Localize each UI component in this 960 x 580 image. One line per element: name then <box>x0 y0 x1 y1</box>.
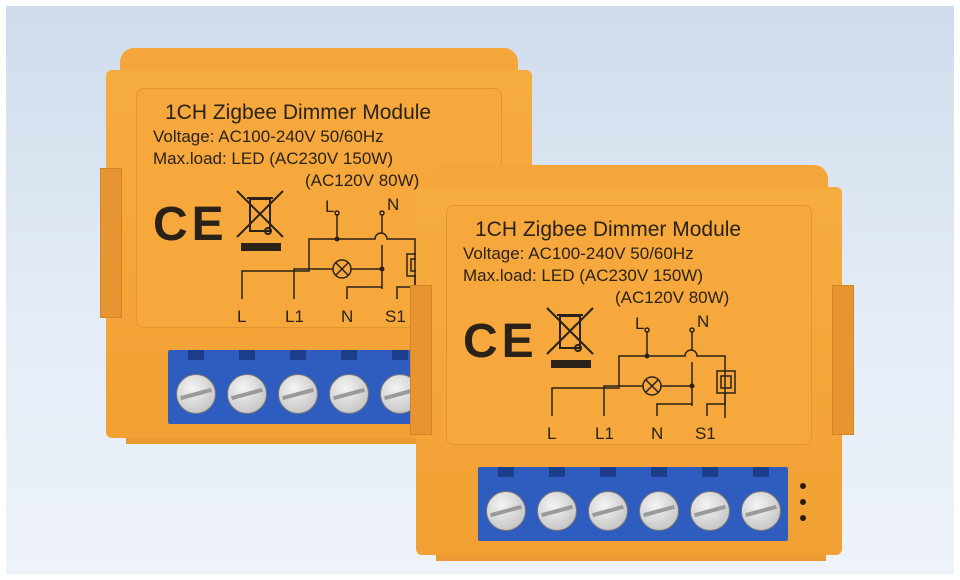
terminal-label-s1: S1 <box>695 424 716 443</box>
voltage-spec: Voltage: AC100-240V 50/60Hz <box>463 244 694 263</box>
screw-icon <box>176 374 216 414</box>
label-panel: 1CH Zigbee Dimmer Module Voltage: AC100-… <box>446 205 812 445</box>
weee-bin-icon <box>236 190 284 251</box>
indicator-hole <box>800 499 806 505</box>
screw-icon <box>690 491 730 531</box>
terminal-label-s1: S1 <box>385 307 406 326</box>
wiring-diagram <box>551 327 736 418</box>
indicator-hole <box>800 515 806 521</box>
terminal-slot <box>341 350 357 360</box>
screw-icon <box>639 491 679 531</box>
product-title: 1CH Zigbee Dimmer Module <box>165 101 432 124</box>
terminal-label-n: N <box>341 307 354 326</box>
screw-icon <box>329 374 369 414</box>
terminal-label-l1: L1 <box>595 424 614 443</box>
terminal-slot <box>702 467 718 477</box>
ce-mark-icon: CE <box>463 315 538 368</box>
terminal-slot <box>600 467 616 477</box>
side-clip-right <box>832 285 854 435</box>
max-load-spec: Max.load: LED (AC230V 150W) <box>463 266 703 285</box>
terminal-slot <box>392 350 408 360</box>
max-load-120-spec: (AC120V 80W) <box>615 288 730 307</box>
terminal-label-l: L <box>237 307 247 326</box>
terminal-slot <box>188 350 204 360</box>
diagram-label-neutral: N <box>387 195 400 214</box>
wiring-diagram <box>241 210 426 301</box>
screw-icon <box>537 491 577 531</box>
dimmer-module-front: 1CH Zigbee Dimmer Module Voltage: AC100-… <box>410 165 854 565</box>
terminal-slot <box>239 350 255 360</box>
terminal-block <box>478 467 788 541</box>
voltage-spec: Voltage: AC100-240V 50/60Hz <box>153 127 384 146</box>
terminal-slot <box>651 467 667 477</box>
product-image: 1CH Zigbee Dimmer Module Voltage: AC100-… <box>6 6 954 574</box>
terminal-label-l: L <box>547 424 557 443</box>
screw-icon <box>278 374 318 414</box>
product-title: 1CH Zigbee Dimmer Module <box>475 218 742 241</box>
side-clip-left <box>410 285 432 435</box>
terminal-slot <box>290 350 306 360</box>
diagram-label-live: L <box>325 197 335 216</box>
screw-icon <box>588 491 628 531</box>
max-load-spec: Max.load: LED (AC230V 150W) <box>153 149 393 168</box>
ce-mark-icon: CE <box>153 198 228 251</box>
terminal-slot <box>549 467 565 477</box>
screw-icon <box>741 491 781 531</box>
indicator-hole <box>800 483 806 489</box>
diagram-label-neutral: N <box>697 312 710 331</box>
max-load-120-spec: (AC120V 80W) <box>305 171 420 190</box>
terminal-label-n: N <box>651 424 664 443</box>
terminal-label-l1: L1 <box>285 307 304 326</box>
diagram-label-live: L <box>635 314 645 333</box>
side-clip-left <box>100 168 122 318</box>
terminal-slot <box>498 467 514 477</box>
terminal-slot <box>753 467 769 477</box>
screw-icon <box>486 491 526 531</box>
weee-bin-icon <box>546 307 594 368</box>
screw-icon <box>227 374 267 414</box>
